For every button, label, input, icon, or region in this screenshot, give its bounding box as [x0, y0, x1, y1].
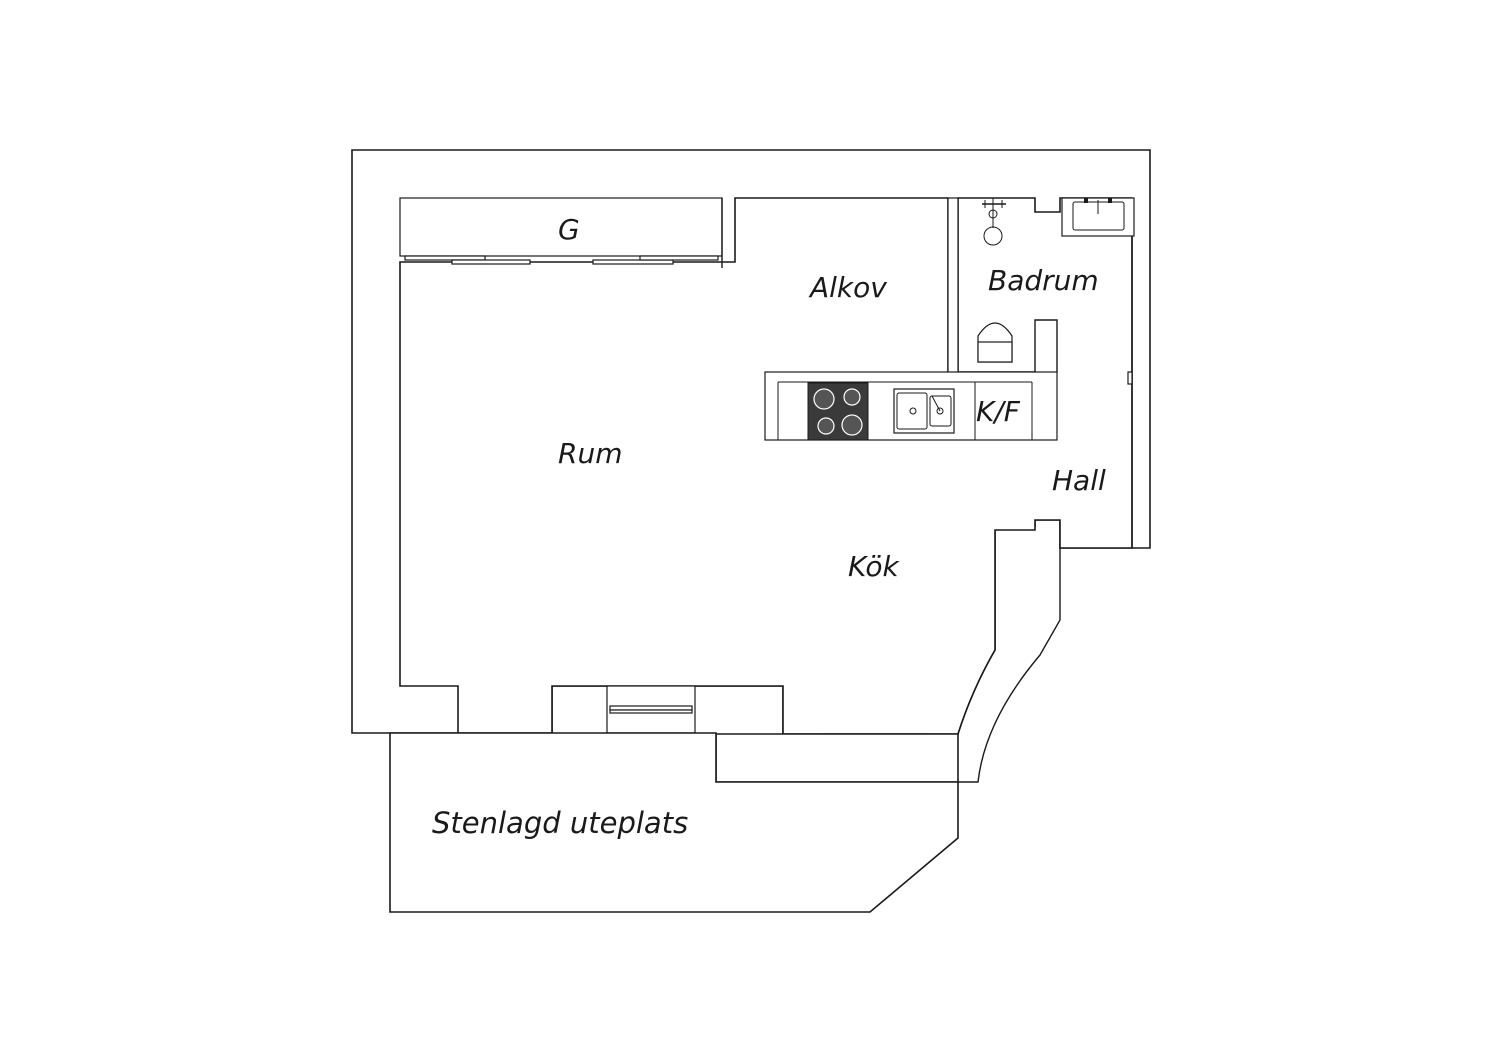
patio-outline: [389, 732, 959, 913]
label-garderob: G: [558, 213, 580, 246]
window-left: [606, 685, 696, 734]
bay-arc-inner: [957, 649, 996, 735]
shower-icon: [982, 198, 1006, 246]
bay-arc: [958, 548, 1061, 783]
toilet-icon: [977, 322, 1013, 363]
bay-wall: [715, 733, 959, 783]
stove-icon: [807, 382, 869, 441]
label-rum: Rum: [558, 437, 622, 470]
washbasin-icon: [1061, 197, 1135, 237]
alkov-wall: [947, 197, 959, 375]
label-uteplats: Stenlagd uteplats: [432, 806, 688, 840]
sliding-door-right-2: [639, 255, 719, 261]
label-badrum: Badrum: [988, 264, 1099, 297]
sliding-door-right: [592, 259, 674, 265]
hall-wall-notch: [1127, 371, 1133, 385]
label-hall: Hall: [1052, 464, 1106, 497]
sliding-door-left: [404, 255, 486, 261]
label-kok: Kök: [848, 550, 900, 583]
sliding-door-left-2: [451, 259, 531, 265]
sink-icon: [893, 388, 955, 434]
label-kf: K/F: [976, 395, 1021, 428]
label-alkov: Alkov: [808, 271, 887, 304]
garderob-cabinet: [399, 197, 723, 257]
